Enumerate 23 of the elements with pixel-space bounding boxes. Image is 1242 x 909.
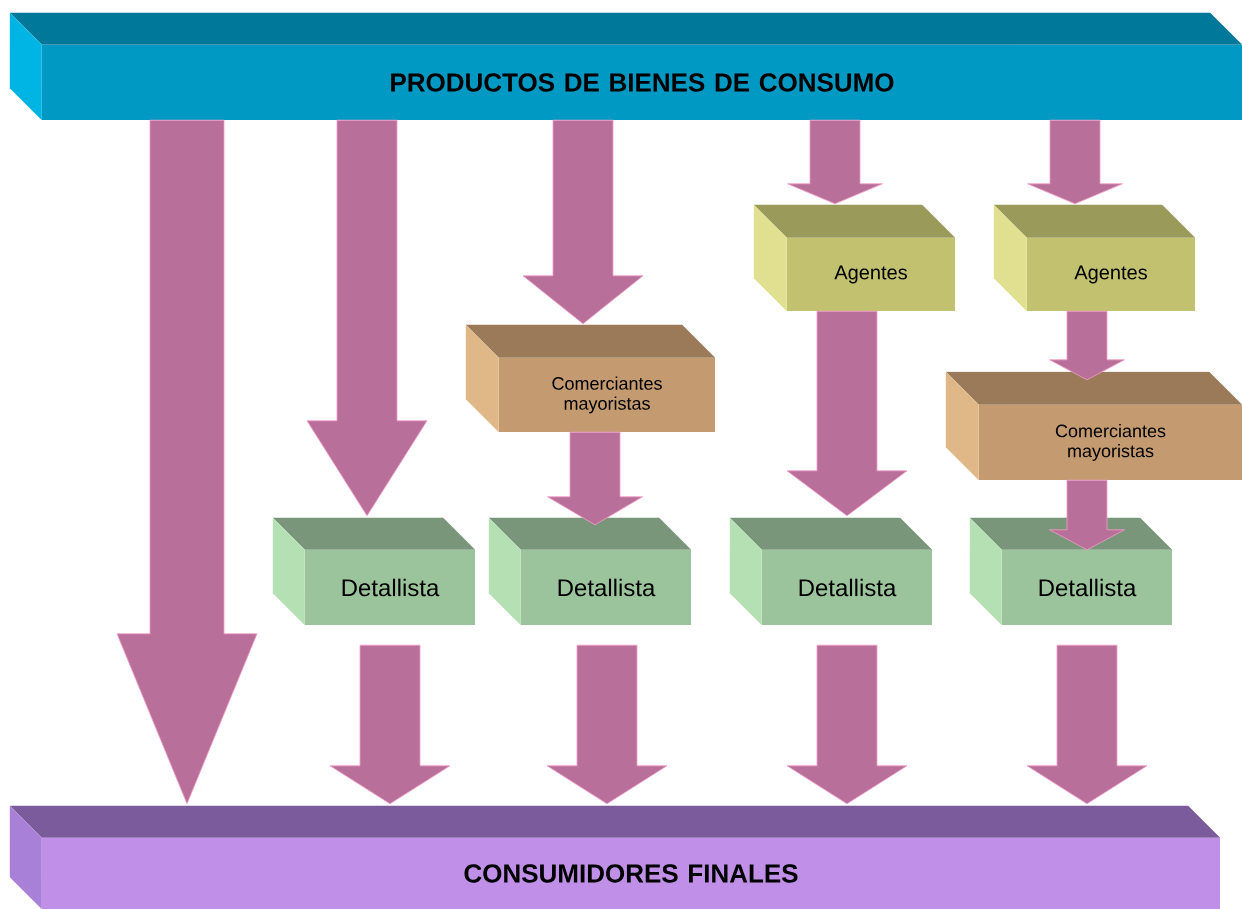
block-arrow xyxy=(116,119,258,805)
banner-box: CONSUMIDORES FINALES xyxy=(9,805,1221,909)
block-box: Comerciantes mayoristas xyxy=(945,371,1242,481)
block-arrow xyxy=(1027,119,1123,205)
block-arrow xyxy=(546,644,668,805)
block-arrow xyxy=(787,119,883,205)
block-arrow xyxy=(522,119,644,325)
banner-box: PRODUCTOS DE BIENES DE CONSUMO xyxy=(9,12,1242,121)
block-box: Detallista xyxy=(488,517,692,626)
block-arrow xyxy=(786,644,908,805)
block-box: Agentes xyxy=(753,204,956,312)
block-arrow xyxy=(329,644,451,805)
block-box: Comerciantes mayoristas xyxy=(465,324,716,433)
block-arrow xyxy=(547,431,643,526)
block-box: Agentes xyxy=(993,204,1196,312)
block-arrow xyxy=(786,310,908,517)
block-box: Detallista xyxy=(272,517,476,626)
block-arrow xyxy=(1026,644,1148,805)
block-arrow xyxy=(1049,310,1125,381)
block-box: Detallista xyxy=(729,517,933,626)
block-box: Detallista xyxy=(969,517,1173,626)
block-arrow xyxy=(306,119,428,517)
block-arrow xyxy=(1049,479,1125,551)
